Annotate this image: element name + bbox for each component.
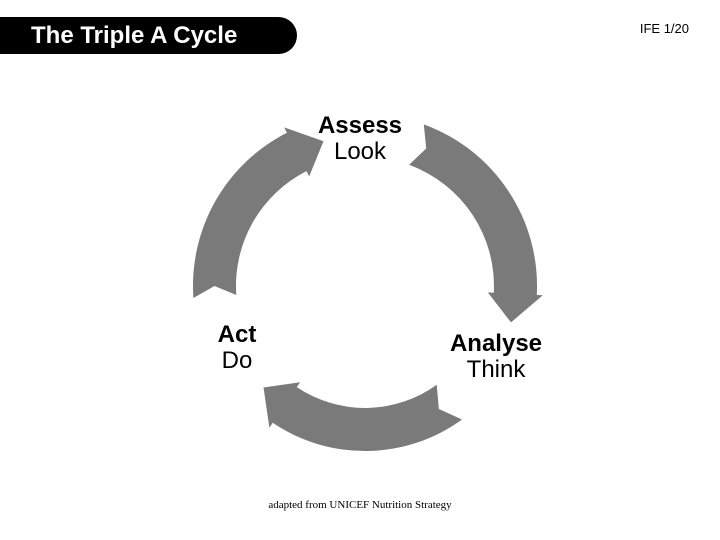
node-analyse-label: Analyse [449,330,543,357]
node-assess-sublabel: Look [333,138,387,165]
slide-title: The Triple A Cycle [31,21,238,49]
arrow-analyse-to-act [263,382,462,452]
node-assess-label: Assess [317,112,403,139]
node-act-label: Act [217,321,257,348]
slide-code: IFE 1/20 [639,21,689,36]
cycle-node-act: Act Do [187,321,287,374]
arrow-act-to-assess [192,127,324,299]
arrow-assess-to-analyse [409,124,543,323]
cycle-node-assess: Assess Look [260,112,460,165]
source-caption: adapted from UNICEF Nutrition Strategy [268,499,452,511]
title-banner: The Triple A Cycle [0,17,297,54]
cycle-node-analyse: Analyse Think [438,330,554,383]
node-act-sublabel: Do [221,347,253,374]
node-analyse-sublabel: Think [466,356,526,383]
